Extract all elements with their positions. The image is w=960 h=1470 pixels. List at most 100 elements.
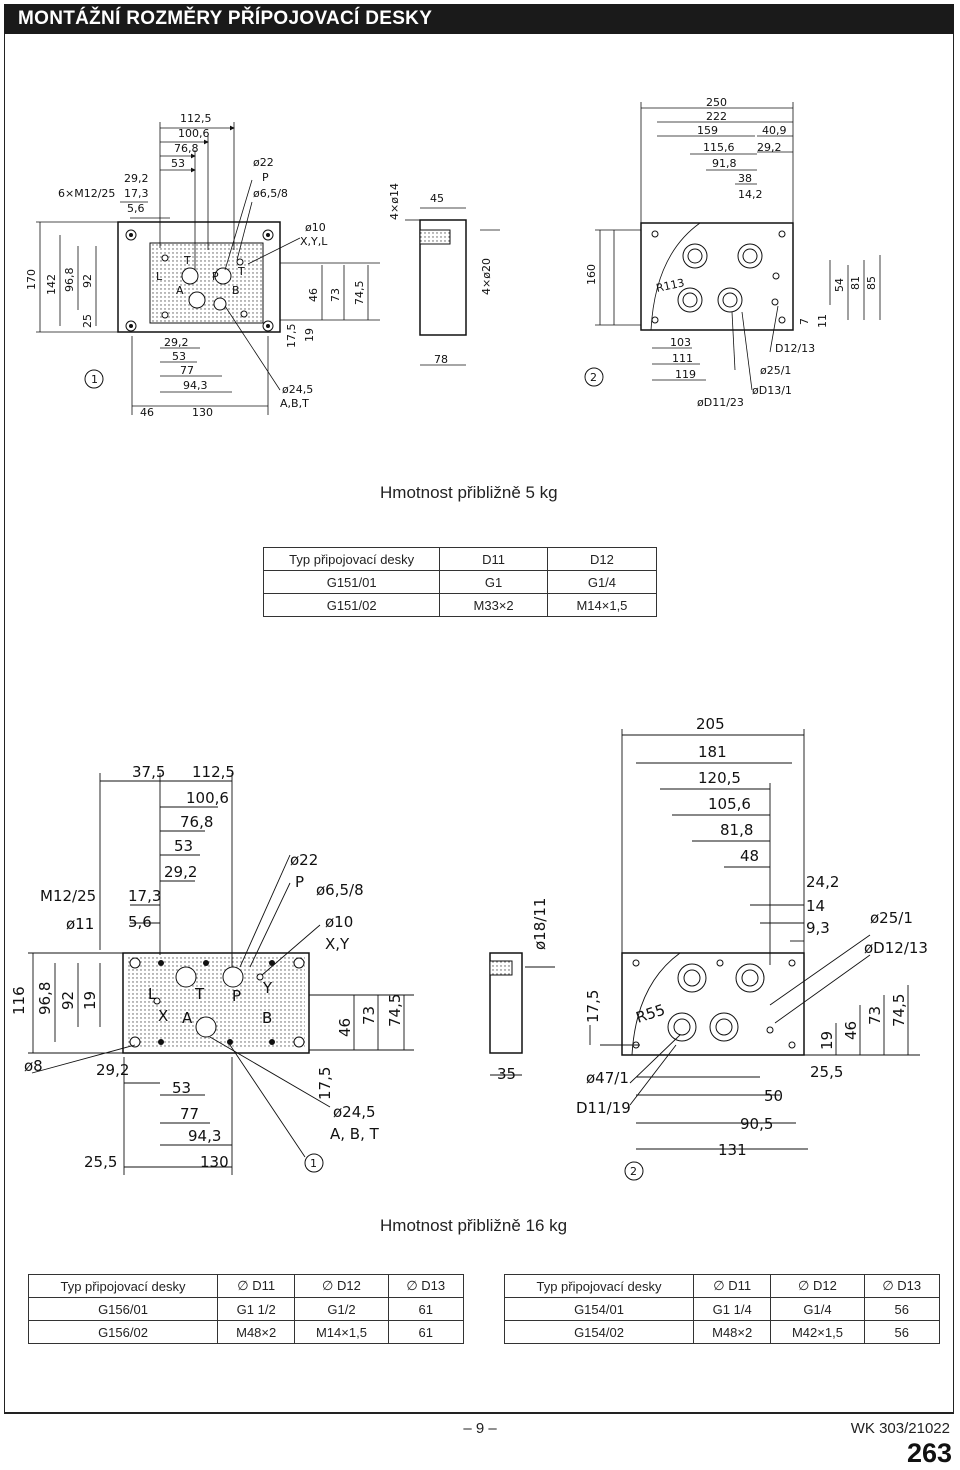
- rear-view-2: 205 181 120,5 105,6 81,8 48 24,2 14 9,3 …: [576, 715, 928, 1181]
- dim-9-3: 9,3: [806, 919, 830, 937]
- dim-35: 35: [497, 1065, 516, 1083]
- callout-d6-5: ø6,5/8: [253, 187, 288, 200]
- port-y: Y: [262, 979, 273, 997]
- callout-dd13-1: øD13/1: [752, 384, 792, 397]
- dim-100-6: 100,6: [178, 127, 210, 140]
- callout-d25-1b: ø25/1: [870, 909, 913, 927]
- dim-222: 222: [706, 110, 727, 123]
- port-t3: T: [194, 985, 205, 1003]
- dim-4xd20: 4×ø20: [480, 258, 493, 295]
- header-cell: ∅ D11: [216, 1274, 296, 1298]
- header-cell: D12: [546, 547, 658, 571]
- marker-2: 2: [590, 371, 597, 384]
- table-row: G151/02 M33×2 M14×1,5: [262, 593, 658, 617]
- dim-14-2: 14,2: [738, 188, 763, 201]
- table-cell: 61: [387, 1297, 465, 1321]
- spec-table-1: Typ připojovací desky D11 D12 G151/01 G1…: [262, 547, 658, 617]
- label-d47-1: ø47/1: [586, 1069, 629, 1087]
- radius-r113: R113: [655, 276, 686, 295]
- dim-5-6b: 5,6: [128, 913, 152, 931]
- dim-40-9: 40,9: [762, 124, 787, 137]
- drawing-plate-small: 112,5 100,6 76,8 53 29,2 17,3 5,6 6×M12/…: [0, 80, 960, 430]
- dim-19: 19: [303, 328, 316, 342]
- callout-abtb: A, B, T: [330, 1125, 380, 1143]
- dim-78: 78: [434, 353, 448, 366]
- port-l: L: [156, 270, 163, 283]
- dim-17-5r: 17,5: [584, 990, 602, 1023]
- header-cell: Typ připojovací desky: [504, 1274, 694, 1298]
- radius-r55: R55: [634, 1001, 668, 1027]
- dim-91-8: 91,8: [712, 157, 737, 170]
- dim-73r: 73: [866, 1006, 884, 1025]
- page-number: 263: [906, 1438, 952, 1468]
- table-header-row: Typ připojovací desky D11 D12: [262, 547, 658, 571]
- dim-dd11-23: øD11/23: [697, 396, 744, 409]
- dim-b-130: 130: [192, 406, 213, 419]
- dim-112-5: 112,5: [180, 112, 212, 125]
- table-cell: M48×2: [216, 1320, 296, 1344]
- table-cell: G1: [439, 570, 548, 594]
- callout-abt: A,B,T: [280, 397, 309, 410]
- table-cell: G154/02: [504, 1320, 694, 1344]
- dim-92: 92: [81, 274, 94, 288]
- dim-53: 53: [171, 157, 185, 170]
- dim-b-94-3: 94,3: [183, 379, 208, 392]
- dim-105-6: 105,6: [708, 795, 751, 813]
- dim-37-5: 37,5: [132, 763, 165, 781]
- callout-d22b: ø22: [290, 851, 318, 869]
- table-cell: G156/02: [28, 1320, 218, 1344]
- table-row: G156/02 M48×2 M14×1,5 61: [28, 1320, 465, 1344]
- marker-1: 1: [91, 373, 98, 386]
- dim-74-5r: 74,5: [890, 994, 908, 1027]
- table-row: G154/01 G1 1/4 G1/4 56: [504, 1297, 941, 1321]
- dim-250: 250: [706, 96, 727, 109]
- dim-d18-11: ø18/11: [531, 898, 549, 950]
- dim-29-2b: 29,2: [164, 863, 197, 881]
- dim-53b: 53: [174, 837, 193, 855]
- table-cell: 56: [863, 1297, 941, 1321]
- table-cell: M33×2: [439, 593, 548, 617]
- page-title: MONTÁŽNÍ ROZMĚRY PŘÍPOJOVACÍ DESKY: [4, 4, 954, 34]
- port-b: B: [232, 284, 240, 297]
- dim-b-25-5: 25,5: [84, 1153, 117, 1171]
- dim-160: 160: [585, 264, 598, 285]
- dim-54: 54: [833, 278, 846, 292]
- dim-14: 14: [806, 897, 825, 915]
- port-t2: T: [237, 265, 245, 278]
- dim-19b: 19: [81, 991, 99, 1010]
- dim-25-5r: 25,5: [810, 1063, 843, 1081]
- table-cell: M14×1,5: [294, 1320, 389, 1344]
- dim-73: 73: [329, 288, 342, 302]
- callout-d6-5b: ø6,5/8: [316, 881, 364, 899]
- dim-46b: 46: [336, 1018, 354, 1037]
- port-a: A: [176, 284, 184, 297]
- dim-74-5b: 74,5: [386, 994, 404, 1027]
- dim-24-2: 24,2: [806, 873, 839, 891]
- dim-142: 142: [45, 274, 58, 295]
- thread-m12: M12/25: [40, 887, 96, 905]
- port-p2: P: [232, 987, 241, 1005]
- header-cell: ∅ D11: [692, 1274, 772, 1298]
- port-x: X: [158, 1007, 168, 1025]
- callout-xyl: X,Y,L: [300, 235, 328, 248]
- dim-96-8: 96,8: [63, 268, 76, 293]
- table-row: G154/02 M48×2 M42×1,5 56: [504, 1320, 941, 1344]
- callout-xyb: X,Y: [325, 935, 350, 953]
- table-header-row: Typ připojovací desky ∅ D11 ∅ D12 ∅ D13: [28, 1274, 465, 1298]
- dim-5-6: 5,6: [127, 202, 145, 215]
- callout-d22: ø22: [253, 156, 274, 169]
- table-row: G151/01 G1 G1/4: [262, 570, 658, 594]
- dim-4xd14: 4×ø14: [388, 183, 401, 220]
- table-cell: G1 1/4: [692, 1297, 772, 1321]
- dim-25: 25: [81, 314, 94, 328]
- dim-50: 50: [764, 1087, 783, 1105]
- dim-17-5b: 17,5: [316, 1067, 334, 1100]
- side-view-2: ø18/11 35: [489, 898, 555, 1083]
- dim-92b: 92: [59, 991, 77, 1010]
- label-d11-19: D11/19: [576, 1099, 631, 1117]
- dim-46r: 46: [842, 1021, 860, 1040]
- dim-29-2r: 29,2: [757, 141, 782, 154]
- dim-159: 159: [697, 124, 718, 137]
- header-cell: D11: [439, 547, 548, 571]
- dim-100-6b: 100,6: [186, 789, 229, 807]
